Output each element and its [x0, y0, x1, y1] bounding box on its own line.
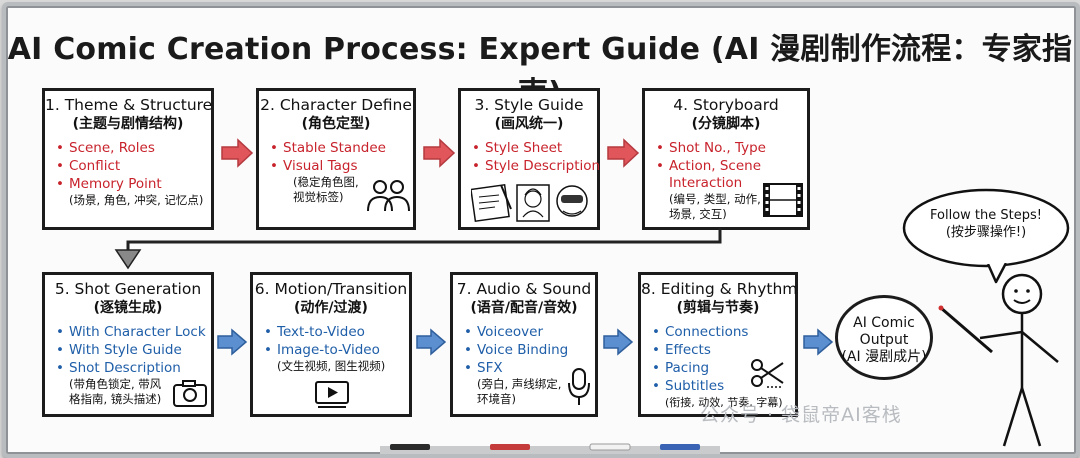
stick-figure-presenter-icon: [938, 273, 1059, 447]
step-7-bullet: Voiceover: [453, 323, 595, 341]
step-3-box: 3. Style Guide (画风统一) Style Sheet Style …: [458, 88, 600, 230]
step-5-bullet: With Style Guide: [45, 341, 211, 359]
step-4-subtitle: (分镜脚本): [691, 116, 761, 132]
step-2-bullet: Visual Tags: [259, 157, 413, 175]
row-connector-arrow-icon: [114, 228, 722, 270]
step-8-bullet: Subtitles: [641, 377, 795, 395]
step-4-box: 4. Storyboard (分镜脚本) Shot No., Type Acti…: [642, 88, 810, 230]
step-5-bullet: Shot Description: [45, 359, 211, 377]
arrow-right-icon: [221, 138, 254, 168]
speech-line-1: Follow the Steps!: [930, 208, 1042, 223]
film-strip-icon: [763, 183, 803, 217]
step-6-bullet: Image-to-Video: [253, 341, 409, 359]
arrow-right-icon: [603, 328, 634, 356]
step-7-title: 7. Audio & Sound: [456, 280, 592, 298]
output-line-3: (AI 漫剧成片): [841, 349, 927, 365]
step-6-note: (文生视频, 图生视频): [277, 359, 386, 373]
marker-tray-icon: [380, 443, 720, 454]
speech-bubble-icon: [902, 188, 1070, 284]
step-7-bullet: Voice Binding: [453, 341, 595, 359]
step-2-bullet: Stable Standee: [259, 139, 413, 157]
step-7-subtitle: (语音/配音/音效): [470, 300, 578, 316]
speech-bubble-text: Follow the Steps! (按步骤操作!): [906, 207, 1066, 241]
camera-icon: [173, 380, 207, 407]
step-4-title: 4. Storyboard: [673, 96, 779, 114]
step-7-note: (旁白, 声线绑定,: [477, 377, 562, 391]
step-4-note: (编号, 类型, 动作,: [669, 192, 761, 206]
step-5-note: 格指南, 镜头描述): [69, 392, 162, 406]
step-5-box: 5. Shot Generation (逐镜生成) With Character…: [42, 272, 214, 417]
video-player-icon: [315, 381, 349, 408]
step-6-box: 6. Motion/Transition (动作/过渡) Text-to-Vid…: [250, 272, 412, 417]
step-1-subtitle: (主题与剧情结构): [72, 116, 184, 132]
output-circle: AI Comic Output (AI 漫剧成片): [835, 295, 933, 380]
step-8-note: (衔接, 动效, 节奏, 字幕): [665, 396, 783, 409]
step-4-bullet-wrap: Interaction: [669, 175, 743, 191]
step-3-title: 3. Style Guide: [474, 96, 584, 114]
arrow-right-icon: [803, 328, 834, 356]
arrow-right-icon: [607, 138, 640, 168]
step-6-title: 6. Motion/Transition: [254, 280, 408, 298]
step-8-subtitle: (剪辑与节奏): [676, 300, 760, 316]
step-2-note: (稳定角色图,: [293, 175, 359, 189]
step-5-title: 5. Shot Generation: [54, 280, 202, 298]
step-8-bullet: Pacing: [641, 359, 795, 377]
step-3-subtitle: (画风统一): [494, 116, 564, 132]
step-1-bullet: Memory Point: [45, 175, 211, 193]
speech-line-2: (按步骤操作!): [945, 225, 1027, 240]
step-6-bullet: Text-to-Video: [253, 323, 409, 341]
arrow-right-icon: [416, 328, 447, 356]
step-2-note: 视觉标签): [293, 190, 344, 204]
scissors-icon: [751, 359, 784, 388]
output-line-1: AI Comic: [853, 315, 915, 331]
step-5-bullet: With Character Lock: [45, 323, 211, 341]
watermark: 公众号 · 袋鼠帝AI客栈: [700, 404, 902, 426]
microphone-icon: [568, 368, 590, 405]
step-4-bullet: Action, Scene: [645, 157, 807, 175]
step-8-bullet: Connections: [641, 323, 795, 341]
step-8-box: 8. Editing & Rhythm (剪辑与节奏) Connections …: [638, 272, 798, 417]
step-1-bullet: Conflict: [45, 157, 211, 175]
step-1-box: 1. Theme & Structure (主题与剧情结构) Scene, Ro…: [42, 88, 214, 230]
output-line-2: Output: [859, 332, 909, 348]
step-8-bullet: Effects: [641, 341, 795, 359]
arrow-right-icon: [217, 328, 248, 356]
step-2-subtitle: (角色定型): [301, 116, 371, 132]
people-icon: [367, 180, 410, 212]
step-7-bullet: SFX: [453, 359, 595, 377]
step-2-title: 2. Character Define: [260, 96, 412, 114]
step-2-box: 2. Character Define (角色定型) Stable Stande…: [256, 88, 416, 230]
style-sketches-icon: [471, 183, 588, 223]
step-1-note: (场景, 角色, 冲突, 记忆点): [69, 193, 204, 207]
step-3-bullet: Style Description: [461, 157, 600, 175]
step-8-title: 8. Editing & Rhythm: [641, 280, 798, 298]
step-5-note: (带角色锁定, 带风: [69, 377, 162, 391]
step-7-note: 环境音): [477, 392, 516, 406]
step-4-bullet: Shot No., Type: [645, 139, 807, 157]
step-1-title: 1. Theme & Structure: [45, 96, 213, 114]
step-5-subtitle: (逐镜生成): [93, 300, 163, 316]
step-6-subtitle: (动作/过渡): [294, 300, 368, 316]
arrow-right-icon: [423, 138, 456, 168]
step-3-bullet: Style Sheet: [461, 139, 597, 157]
step-7-box: 7. Audio & Sound (语音/配音/音效) Voiceover Vo…: [450, 272, 598, 417]
step-4-note: 场景, 交互): [669, 207, 727, 221]
step-1-bullet: Scene, Roles: [45, 139, 211, 157]
